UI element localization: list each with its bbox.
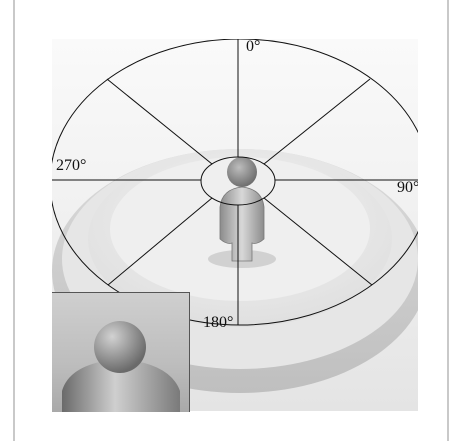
closeup-inset	[52, 292, 190, 412]
angle-label-90: 90°	[397, 179, 418, 196]
closeup-person-graphic	[62, 321, 180, 412]
angle-label-180: 180°	[203, 314, 234, 331]
angle-label-270: 270°	[56, 157, 87, 174]
left-border	[13, 0, 15, 441]
person-figure	[219, 157, 265, 262]
angle-label-0: 0°	[246, 39, 261, 55]
azimuth-ellipse	[52, 39, 418, 326]
right-border	[447, 0, 449, 441]
